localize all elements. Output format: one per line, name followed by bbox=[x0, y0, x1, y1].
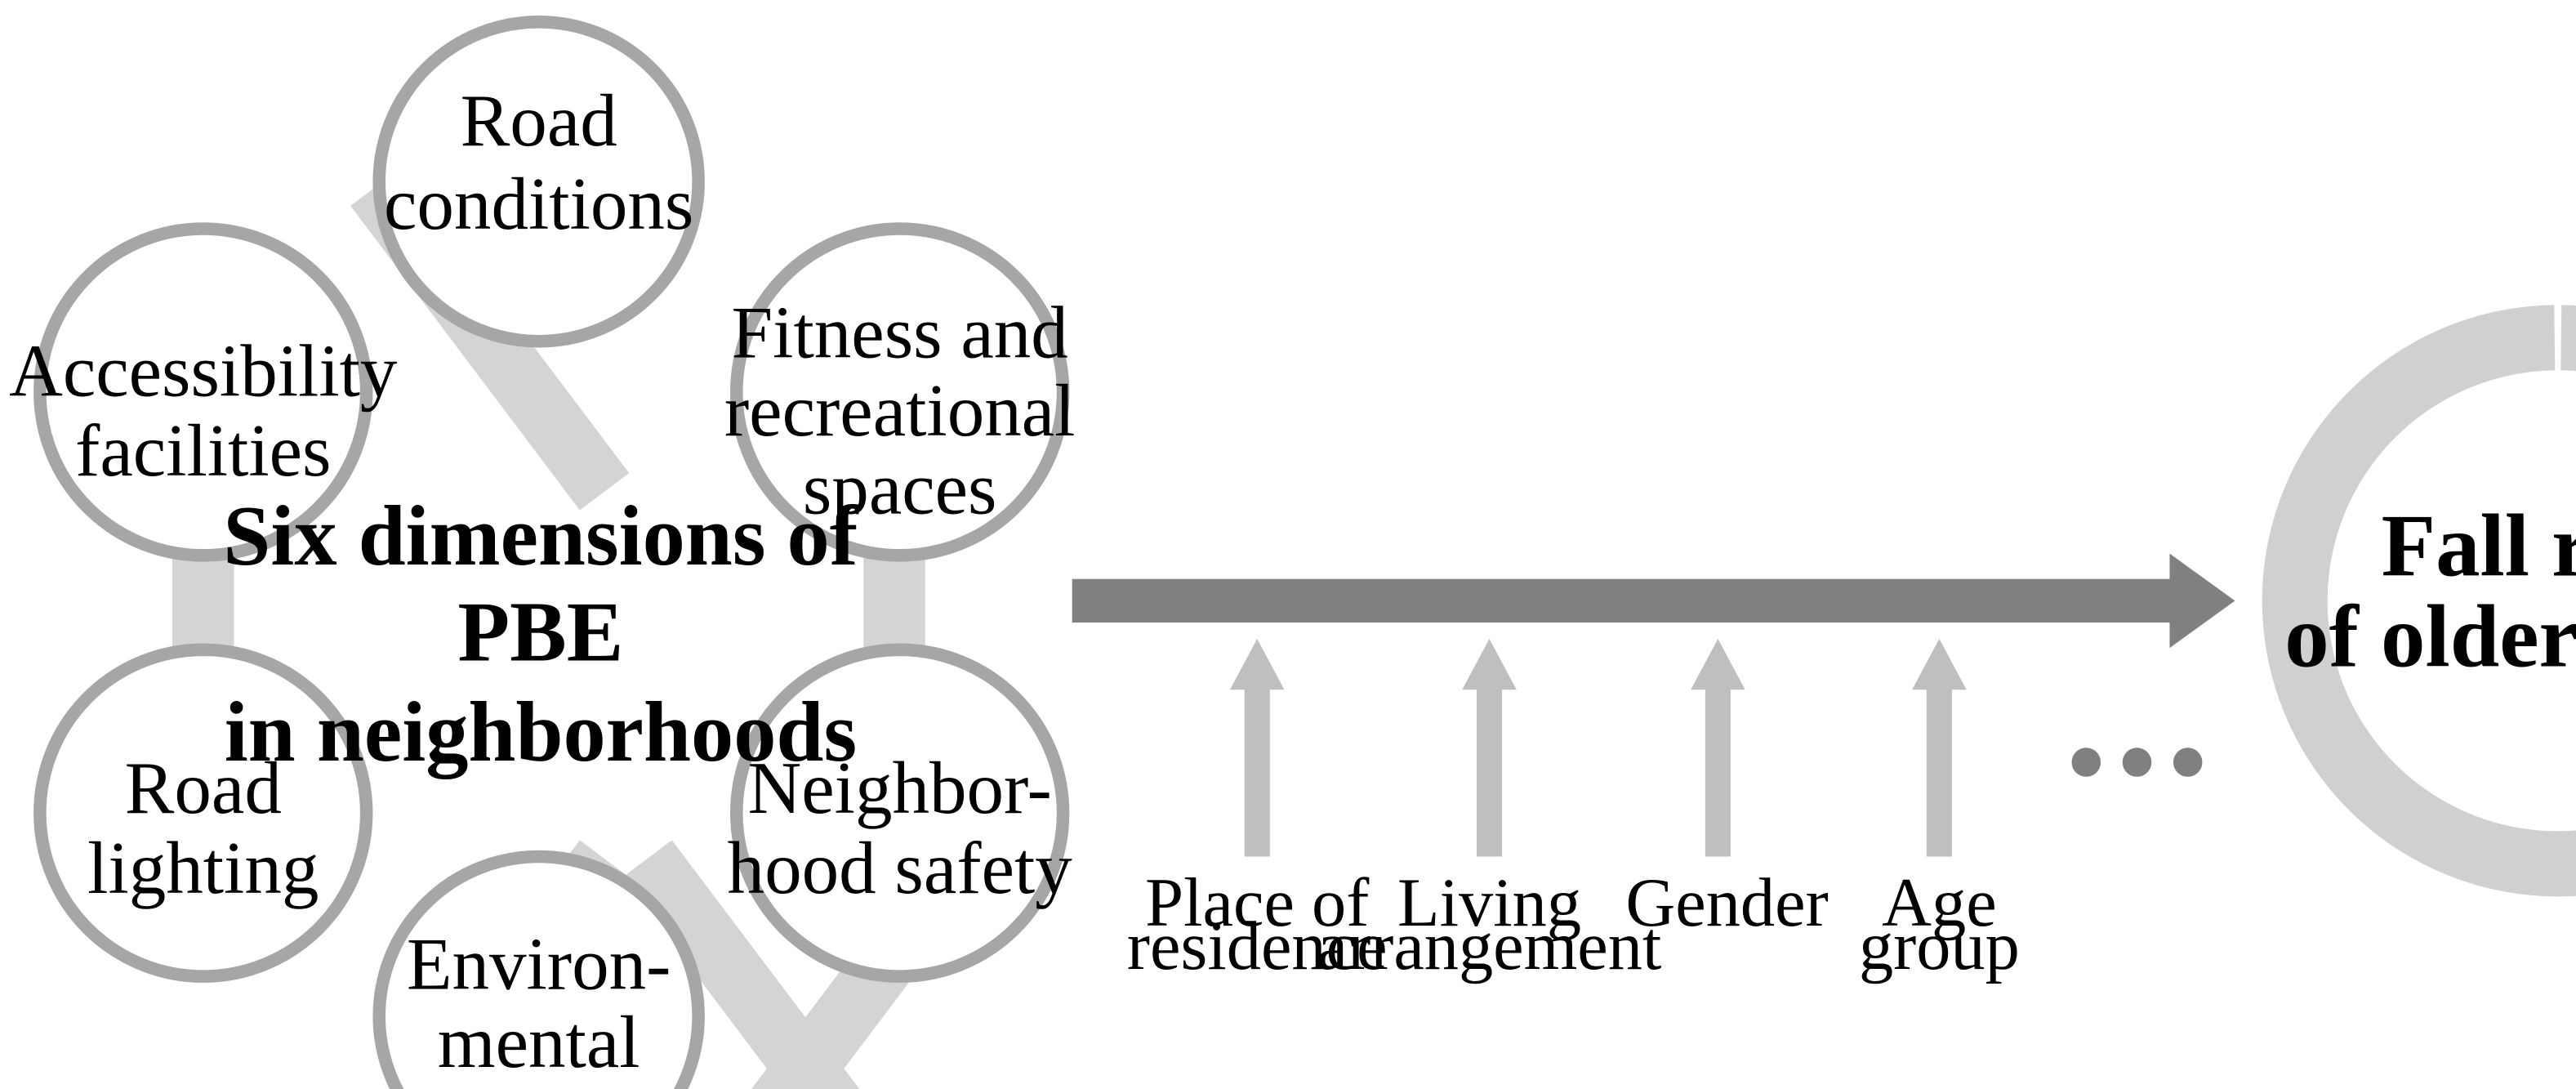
moderator-label-place-of-residence: Place of residence bbox=[1127, 865, 1388, 984]
dimension-circles-group: Road conditions Fitness and recreational… bbox=[9, 16, 1076, 1089]
circle-accessibility-facilities[interactable] bbox=[33, 222, 373, 562]
label-fitness-line3: spaces bbox=[803, 448, 997, 530]
dimension-node-road-conditions[interactable]: Road conditions bbox=[372, 16, 705, 348]
outcome-title-line1: Fall risks bbox=[2382, 496, 2576, 595]
dimension-node-neighborhood-safety[interactable]: Neighbor- hood safety bbox=[728, 643, 1073, 983]
moderator-label-living-arrangement: Living arrangement bbox=[1317, 865, 1662, 984]
moderator-age-line2: group bbox=[1859, 908, 2020, 984]
moderator-living-line2: arrangement bbox=[1317, 908, 1662, 984]
moderator-place-line1: Place of bbox=[1145, 865, 1370, 941]
main-arrow-shape bbox=[1072, 553, 2235, 649]
moderators-ellipsis-icon bbox=[2071, 748, 2203, 777]
moderator-place-line2: residence bbox=[1127, 908, 1388, 984]
label-fitness-line1: Fitness and bbox=[732, 292, 1068, 374]
label-safety-line1: Neighbor- bbox=[747, 747, 1051, 829]
label-road-conditions-line2: conditions bbox=[384, 163, 693, 245]
circle-road-lighting[interactable] bbox=[33, 643, 373, 983]
circle-neighborhood-safety[interactable] bbox=[730, 643, 1070, 983]
ellipsis-dot-2 bbox=[2122, 748, 2152, 777]
label-cleanness-line3: cleanness bbox=[396, 1079, 681, 1089]
moderator-arrow-age-group bbox=[1912, 638, 1967, 857]
moderator-arrow-living-arrangement bbox=[1462, 638, 1517, 857]
outcome-donut-ring bbox=[2262, 305, 2576, 897]
center-title-group: Six dimensions of PBE in neighborhoods bbox=[223, 489, 858, 779]
label-road-conditions-line1: Road bbox=[461, 79, 617, 162]
dimension-node-accessibility-facilities[interactable]: Accessibility facilities bbox=[9, 222, 398, 562]
main-relationship-arrow bbox=[1072, 553, 2235, 649]
label-accessibility-line1: Accessibility bbox=[9, 329, 398, 412]
moderator-age-line1: Age bbox=[1882, 865, 1997, 941]
moderator-labels-group: Place of residence Living arrangement Ge… bbox=[1127, 865, 2020, 984]
moderator-gender-line1: Gender bbox=[1625, 865, 1828, 941]
label-road-lighting-line1: Road bbox=[125, 747, 282, 829]
outcome-title-line2: of older adults bbox=[2284, 587, 2576, 685]
circle-fitness-recreational[interactable] bbox=[730, 222, 1070, 562]
moderator-label-gender: Gender bbox=[1625, 865, 1828, 941]
label-safety-line2: hood safety bbox=[728, 827, 1073, 909]
circle-environmental-cleanness[interactable] bbox=[372, 850, 705, 1089]
dimension-node-environmental-cleanness[interactable]: Environ- mental cleanness bbox=[372, 850, 705, 1089]
center-title-line2: PBE bbox=[457, 585, 623, 680]
moderator-arrow-gender bbox=[1691, 638, 1745, 857]
dimension-node-fitness-recreational[interactable]: Fitness and recreational spaces bbox=[724, 222, 1076, 562]
connector-safety-cleanness bbox=[622, 840, 902, 1089]
ellipsis-dot-1 bbox=[2071, 748, 2101, 777]
dimension-node-road-lighting[interactable]: Road lighting bbox=[33, 643, 373, 983]
center-title-line3: in neighborhoods bbox=[225, 685, 857, 779]
label-cleanness-line1: Environ- bbox=[407, 923, 671, 1006]
outcome-donut-group[interactable]: Fall risks of older adults bbox=[2262, 305, 2576, 897]
label-road-lighting-line2: lighting bbox=[87, 827, 319, 909]
moderator-arrows-group bbox=[1229, 638, 1967, 857]
moderator-living-line1: Living bbox=[1397, 865, 1581, 941]
circle-road-conditions[interactable] bbox=[372, 16, 705, 348]
label-cleanness-line2: mental bbox=[438, 1001, 640, 1083]
moderator-arrow-place-of-residence bbox=[1229, 638, 1285, 857]
label-accessibility-line2: facilities bbox=[75, 409, 331, 492]
moderator-label-age-group: Age group bbox=[1859, 865, 2020, 984]
label-fitness-line2: recreational bbox=[724, 369, 1076, 452]
center-title-line1: Six dimensions of bbox=[223, 489, 858, 583]
ellipsis-dot-3 bbox=[2173, 748, 2203, 777]
